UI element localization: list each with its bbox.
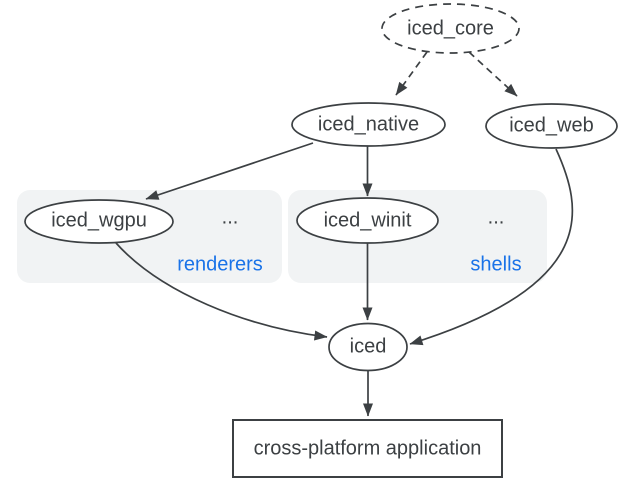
edge-iced-core-to-iced-native	[395, 51, 428, 96]
node-ellipse-iced-native	[291, 102, 446, 147]
renderers-ellipsis: ...	[221, 206, 239, 229]
edge-iced-wgpu-to-iced	[115, 242, 328, 341]
node-ellipse-iced	[328, 322, 408, 372]
node-ellipse-iced-web	[485, 103, 618, 149]
node-label-iced-winit: iced_winit	[323, 209, 412, 231]
node-ellipse-iced-winit	[296, 197, 439, 244]
node-ellipse-iced-wgpu	[24, 199, 174, 244]
node-label-iced-native: iced_native	[317, 113, 420, 135]
node-label-application: cross-platform application	[253, 437, 482, 459]
node-label-iced-core: iced_core	[407, 17, 494, 39]
node-label-iced-web: iced_web	[509, 114, 594, 137]
group-label-renderers: renderers	[177, 253, 263, 276]
edge-iced-core-to-iced-web	[468, 51, 518, 97]
group-label-shells: shells	[470, 253, 522, 276]
node-ellipse-iced-core	[381, 3, 520, 54]
edge-iced-native-to-iced-wgpu	[145, 142, 314, 200]
shells-ellipsis: ...	[487, 206, 505, 229]
node-rect-application	[232, 419, 503, 478]
node-label-iced: iced	[349, 335, 387, 357]
node-label-iced-wgpu: iced_wgpu	[51, 209, 147, 232]
edge-iced-web-to-iced	[409, 148, 574, 346]
